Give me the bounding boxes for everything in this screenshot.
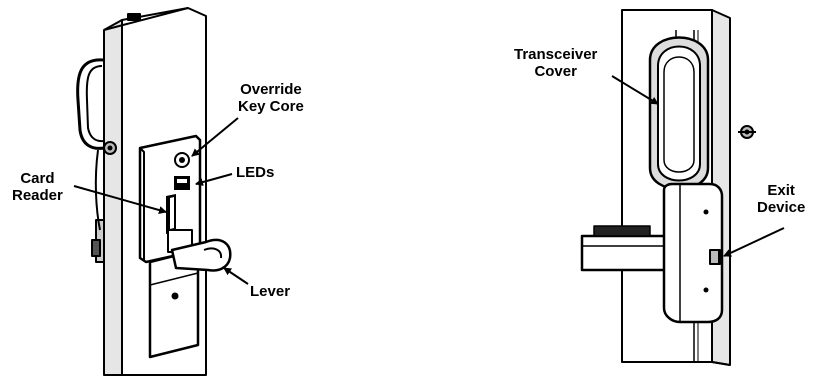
arrow-card-reader xyxy=(73,185,167,214)
label-card-reader: Card Reader xyxy=(12,170,63,204)
left-callout-arrows xyxy=(73,117,249,285)
label-override-key-core-line1: Override xyxy=(240,81,302,98)
exit-device-housing xyxy=(662,182,724,324)
right-door-illustration xyxy=(580,9,756,366)
label-exit-device: Exit Device xyxy=(757,182,805,216)
lever-handle xyxy=(170,238,232,272)
label-transceiver-cover-line1: Transceiver xyxy=(514,46,598,63)
right-callout-arrows xyxy=(611,75,785,257)
label-transceiver-cover: Transceiver Cover xyxy=(514,46,597,80)
rear-handle xyxy=(76,58,105,150)
label-override-key-core: Override Key Core xyxy=(238,81,304,115)
label-leds-text: LEDs xyxy=(236,164,275,181)
label-card-reader-line2: Reader xyxy=(12,187,63,204)
arrow-exit-device xyxy=(723,227,785,257)
label-lever: Lever xyxy=(250,283,290,300)
arrow-transceiver-cover xyxy=(611,75,659,105)
label-transceiver-cover-line2: Cover xyxy=(534,63,577,80)
label-override-key-core-line2: Key Core xyxy=(238,98,304,115)
label-exit-device-line1: Exit xyxy=(767,182,795,199)
arrow-override-key-core xyxy=(191,117,239,157)
label-leds: LEDs xyxy=(236,164,274,181)
arrow-lever xyxy=(223,267,249,285)
label-exit-device-line2: Device xyxy=(757,199,806,216)
left-door-illustration xyxy=(76,7,232,376)
arrow-leds xyxy=(195,173,233,186)
push-bar xyxy=(580,234,672,272)
label-lever-text: Lever xyxy=(250,283,291,300)
label-card-reader-line1: Card xyxy=(20,170,55,187)
